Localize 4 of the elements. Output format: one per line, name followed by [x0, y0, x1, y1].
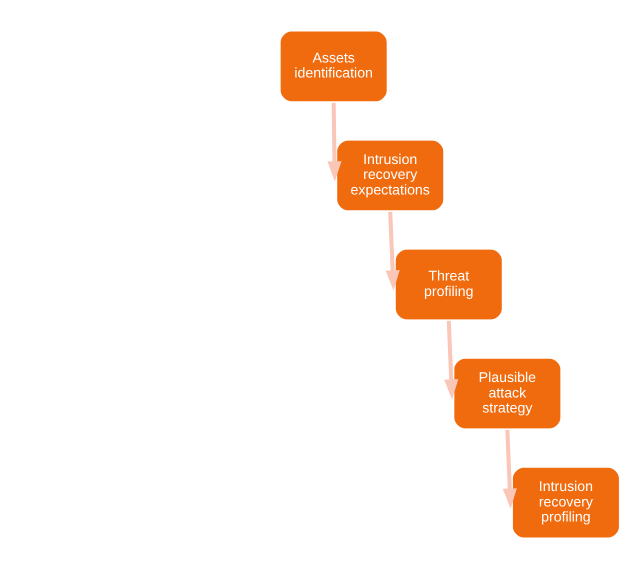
arrow: [386, 211, 400, 290]
arrow: [444, 320, 458, 400]
arrow: [327, 102, 342, 182]
arrow: [502, 429, 517, 508]
